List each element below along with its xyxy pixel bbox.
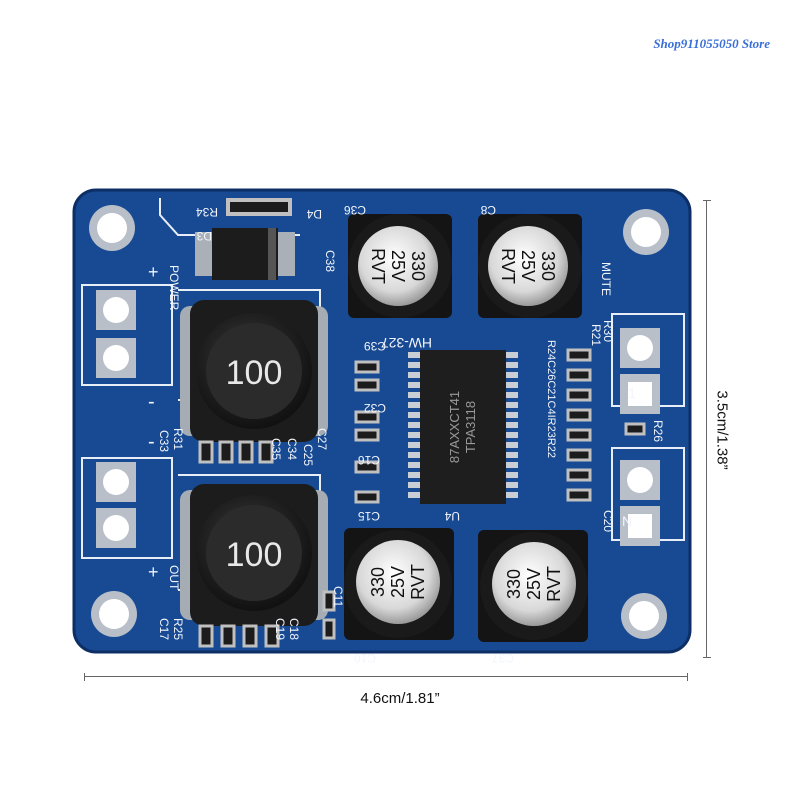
c37-label: C37: [492, 651, 514, 665]
c11-label: C11: [331, 586, 345, 607]
capacitor-top-right: 330 25V RVT: [478, 214, 582, 318]
chip-marking-2: TPA3118: [463, 401, 478, 453]
width-label: 4.6cm/1.81”: [360, 690, 440, 707]
cap2-line1: 330: [538, 251, 558, 281]
r34-label: R34: [196, 205, 218, 219]
one-label: 1: [628, 385, 636, 401]
c10-label: C10: [354, 651, 376, 665]
mounting-holes: [89, 205, 669, 639]
d3-label: D3: [196, 229, 212, 243]
cap1-line1: 330: [408, 251, 428, 281]
c16-label: C16: [358, 453, 380, 467]
chip-marking-1: 87AXXCT41: [447, 391, 462, 463]
c18-label: C18: [287, 618, 301, 640]
diode-d3: [195, 228, 295, 280]
c38-label: C38: [323, 250, 337, 272]
power-minus-label: -: [148, 391, 155, 413]
cap3-line1: 330: [368, 567, 388, 597]
c25-label: C25: [301, 444, 315, 466]
r25-label: R25: [171, 618, 185, 640]
amplifier-chip: 87AXXCT41 TPA3118: [408, 350, 518, 504]
r21-label: R21: [589, 324, 603, 346]
c36-label: C36: [344, 203, 366, 217]
cap2-line3: RVT: [498, 248, 518, 284]
inductor-top: 100: [180, 300, 328, 442]
out-plus-label: +: [148, 562, 159, 582]
c8-label: C8: [480, 203, 496, 217]
chip-ref: U4: [444, 509, 460, 523]
height-label: 3.5cm/1.38”: [713, 390, 731, 470]
r30-label: R30: [601, 320, 615, 342]
d4-label: D4: [306, 207, 322, 221]
out-label: OUT: [167, 565, 181, 591]
cap2-line2: 25V: [518, 250, 538, 282]
c19-label: C19: [273, 618, 287, 640]
inductor-bottom: 100: [180, 484, 328, 626]
cap3-line3: RVT: [408, 564, 428, 600]
c35-label: C35: [269, 438, 283, 460]
capacitor-top-left: 330 25V RVT: [348, 214, 452, 318]
power-plus-label: +: [148, 262, 159, 282]
width-dimension-line: [84, 673, 688, 681]
inductor-bottom-value: 100: [226, 536, 283, 574]
c39-label: C39: [364, 339, 386, 353]
c20-label: C20: [601, 510, 615, 532]
c34-label: C34: [285, 438, 299, 460]
inductor-top-value: 100: [226, 354, 283, 392]
c27-label: C27: [315, 428, 329, 450]
c17-label: C17: [157, 618, 171, 640]
r31-label: R31: [171, 428, 185, 450]
height-dimension-line: [703, 200, 711, 658]
capacitor-bottom-left: 330 25V RVT: [344, 528, 454, 640]
cap4-line2: 25V: [524, 568, 544, 600]
c32-label: C32: [364, 401, 386, 415]
out-minus-label: -: [148, 431, 155, 453]
c15-label: C15: [358, 509, 380, 523]
terminal-pads: [96, 290, 660, 548]
n-label: N: [622, 513, 632, 529]
resistor-cluster-label: R24C26C21C4IR23R22: [545, 340, 557, 458]
capacitor-bottom-right: 330 25V RVT: [478, 530, 588, 642]
cap1-line3: RVT: [368, 248, 388, 284]
cap1-line2: 25V: [388, 250, 408, 282]
smd-components: [198, 348, 646, 648]
cap4-line3: RVT: [544, 566, 564, 602]
cap3-line2: 25V: [388, 566, 408, 598]
r26-label: R26: [651, 420, 665, 442]
power-label: POWER: [167, 265, 181, 311]
mute-label: MUTE: [599, 262, 613, 296]
c33-label: C33: [157, 430, 171, 452]
board-model: HW-327: [381, 335, 432, 351]
cap4-line1: 330: [504, 569, 524, 599]
store-watermark: Shop911055050 Store: [653, 36, 770, 51]
